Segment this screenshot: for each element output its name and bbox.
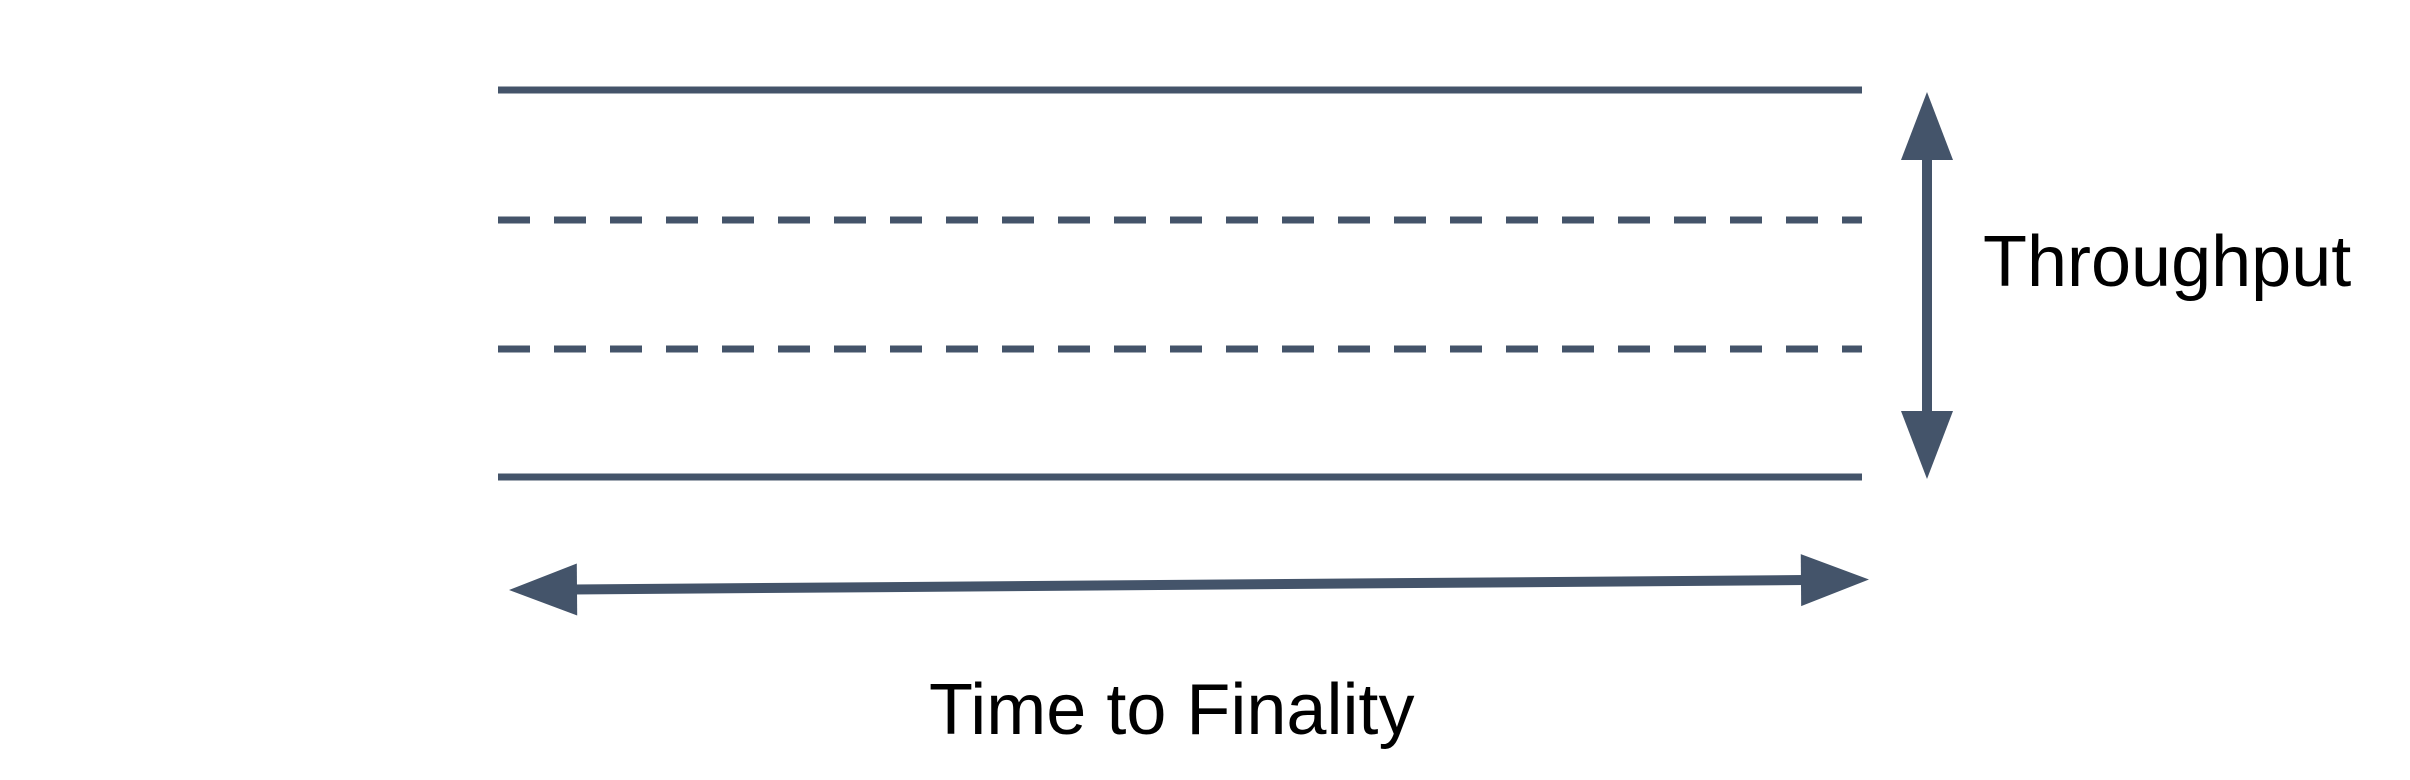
time-to-finality-arrow-shaft (572, 575, 1806, 595)
time-to-finality-arrow-left-head-icon (509, 563, 578, 616)
time-to-finality-arrow-right-head-icon (1800, 554, 1869, 607)
throughput-arrow-down-head-icon (1901, 411, 1953, 479)
throughput-double-arrow (1901, 92, 1953, 479)
throughput-label: Throughput (1983, 222, 2352, 302)
time-to-finality-label: Time to Finality (929, 670, 1415, 750)
throughput-arrow-up-head-icon (1901, 92, 1953, 160)
time-to-finality-double-arrow (509, 554, 1869, 616)
